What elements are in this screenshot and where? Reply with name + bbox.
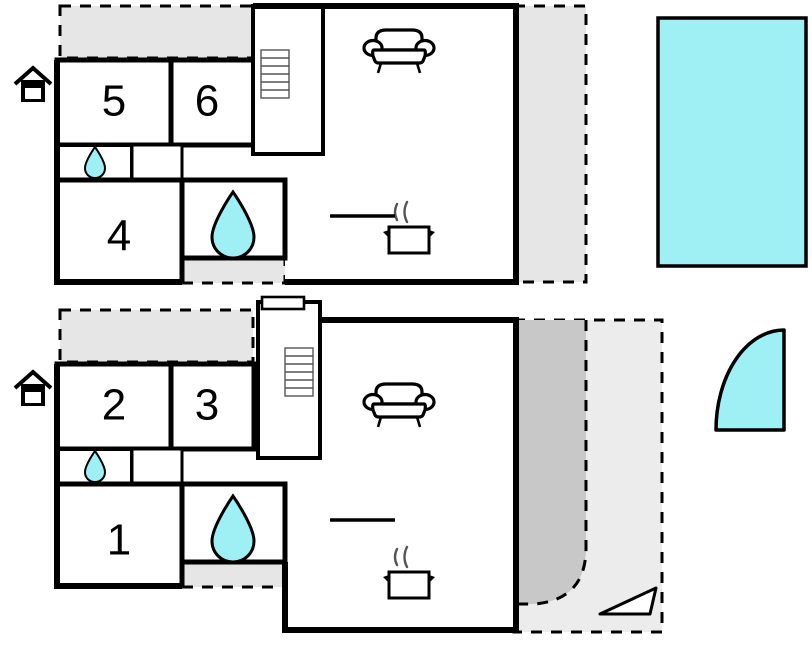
room-6-outline[interactable] [168, 57, 257, 148]
house-entrance-icon [13, 66, 53, 104]
window-icon [260, 295, 306, 311]
lower-terrace-paved [514, 320, 586, 604]
upper-left-outer-wall [54, 60, 182, 285]
room-number-1: 1 [107, 516, 131, 565]
upper-hall-strip [130, 143, 184, 182]
upper-terrace-top [58, 4, 255, 60]
lower-floor-group: 2 3 1 [13, 295, 664, 634]
quarter-round-pool[interactable] [714, 328, 786, 432]
room-number-6: 6 [195, 77, 219, 126]
room-number-4: 4 [107, 212, 131, 261]
upper-living-wall [253, 3, 519, 285]
room-number-3: 3 [195, 381, 219, 430]
house-entrance-icon [13, 370, 53, 408]
parasol-sail-icon [598, 586, 658, 616]
room-3-outline[interactable] [168, 361, 257, 452]
lower-left-outer-wall [54, 364, 182, 589]
upper-floor-group: 5 6 4 [13, 3, 588, 285]
lower-hall-strip [130, 447, 184, 486]
stairs-icon [260, 49, 290, 99]
room-number-2: 2 [102, 381, 126, 430]
room-4-outline[interactable] [54, 177, 185, 285]
upper-terrace-right [512, 4, 588, 284]
lower-terrace-paved-edge [514, 320, 588, 606]
swimming-pool[interactable] [656, 16, 808, 268]
lower-terrace-bottom [180, 560, 287, 589]
room-number-5: 5 [102, 77, 126, 126]
lower-terrace-top [58, 308, 255, 364]
upper-terrace-bottom [180, 256, 287, 285]
stairs-icon [284, 347, 314, 397]
lower-living-wall [282, 317, 519, 633]
